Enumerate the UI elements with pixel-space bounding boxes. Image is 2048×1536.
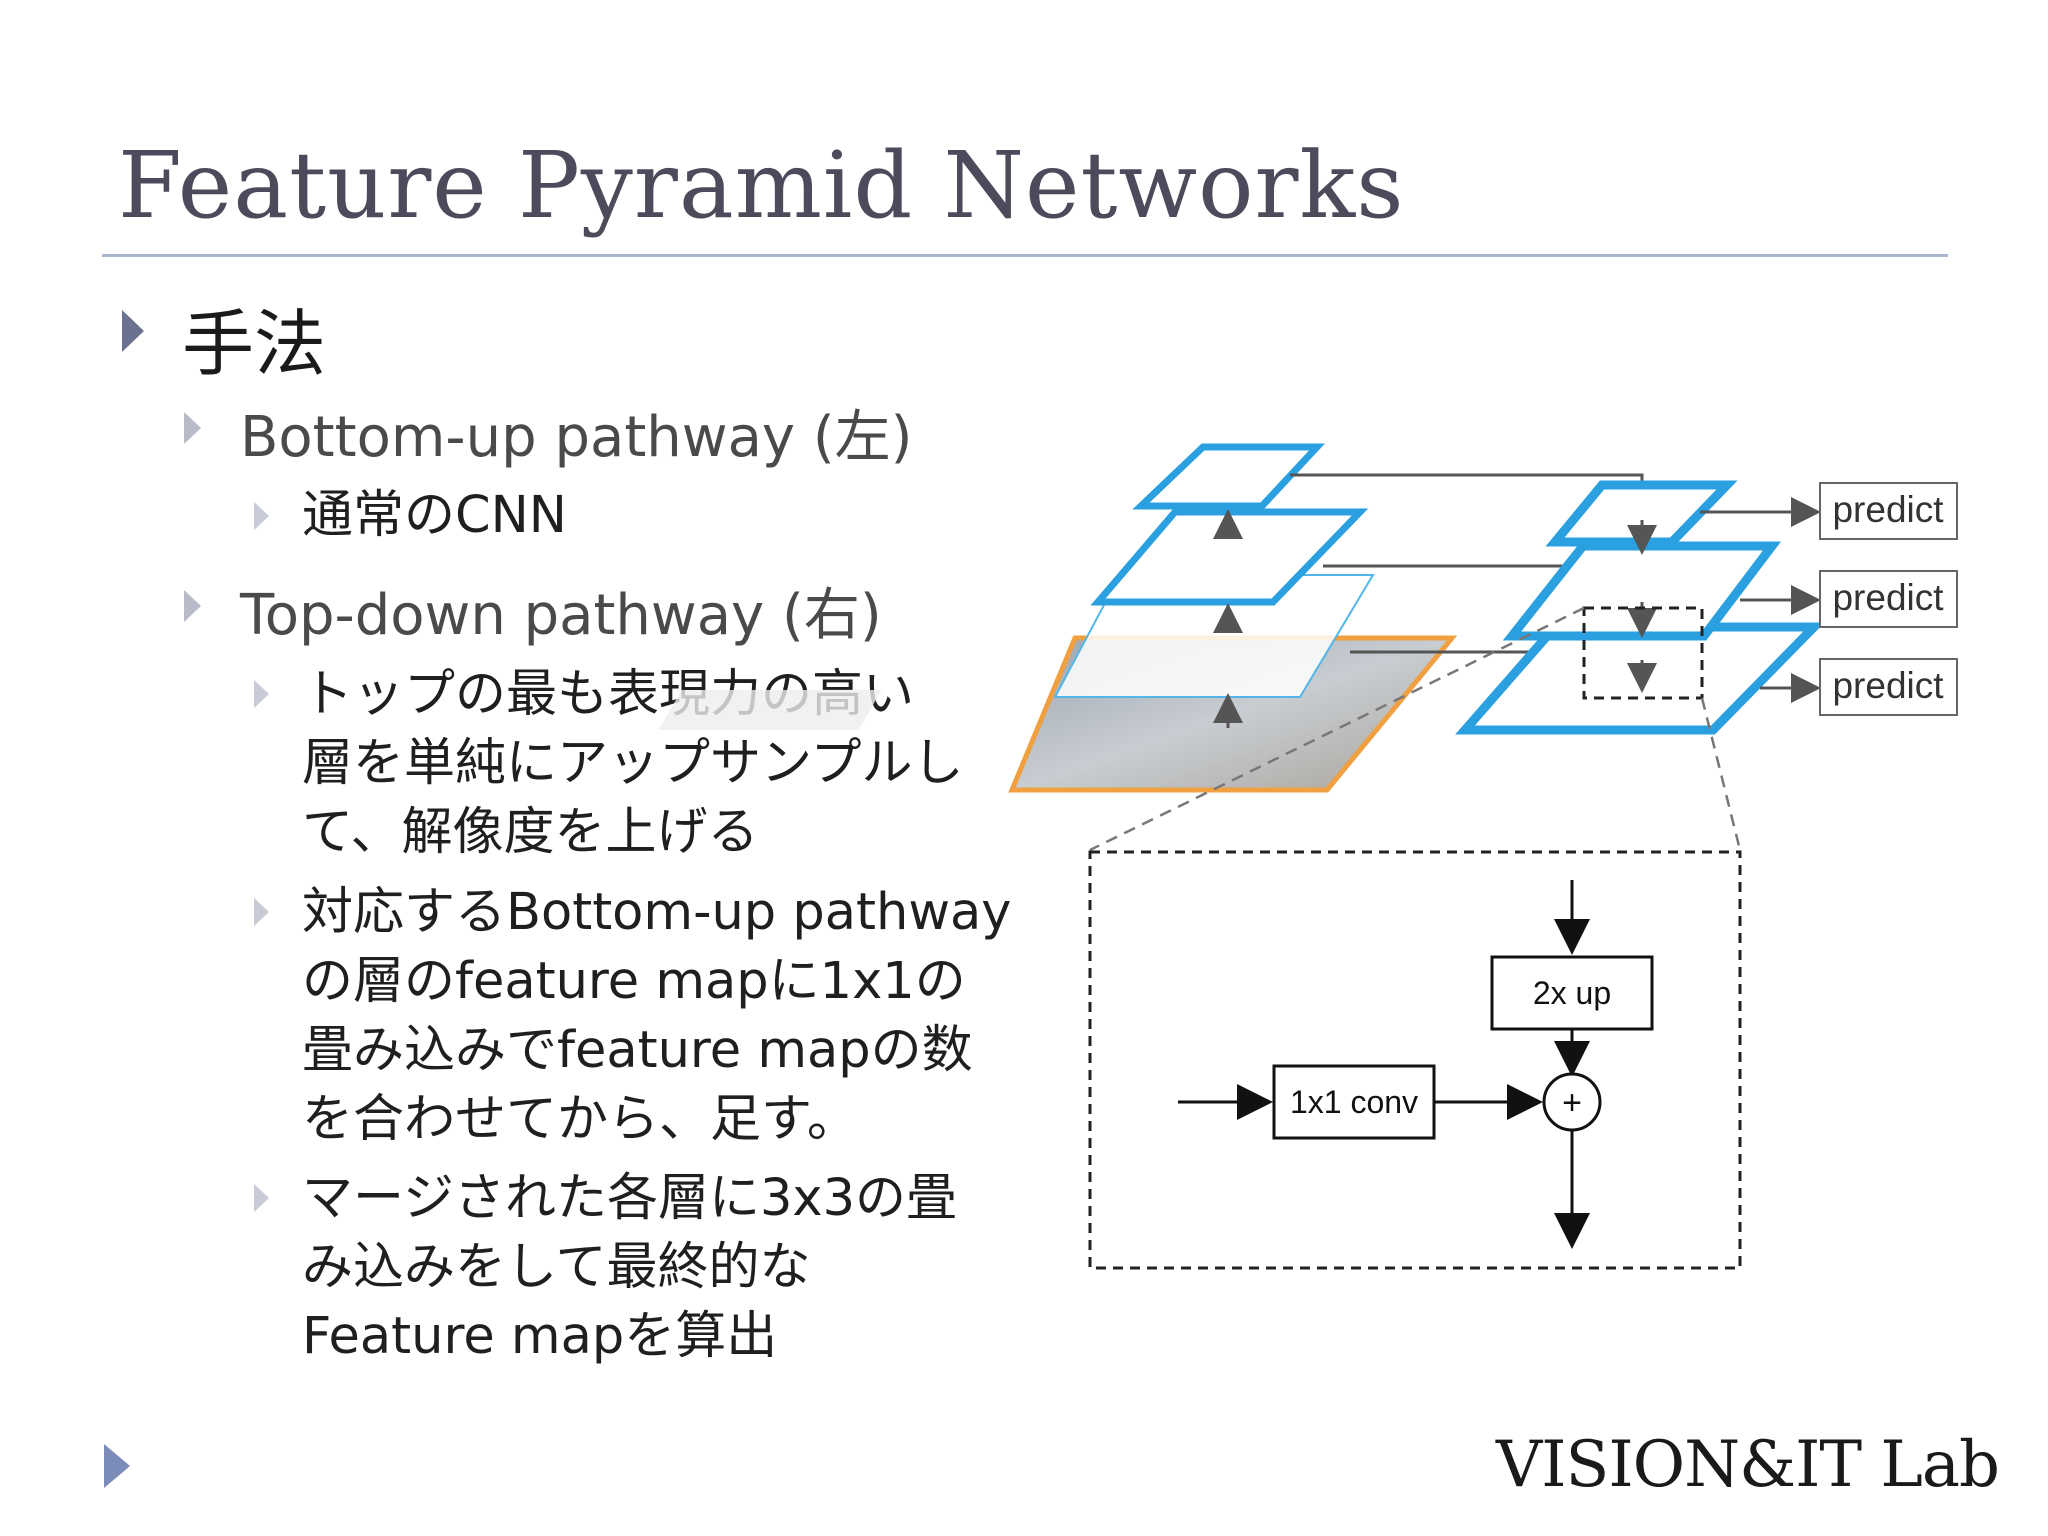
zoom-selection [1582,606,1704,700]
text-line: て、解像度を上げる [302,803,759,862]
page-title: Feature Pyramid Networks [118,132,1405,239]
bottom-up-layer-3 [1090,508,1369,606]
next-slide-icon[interactable] [104,1444,130,1488]
image-boat-detail [658,690,882,730]
text-line: 畳み込みでfeature mapの数 [302,1021,973,1080]
bottom-up-layer-top [1132,443,1326,510]
bullet-bottom-up: Bottom-up pathway (左) [240,405,913,470]
predict-label: predict [1832,489,1944,530]
upsample-label: 2x up [1533,975,1611,1011]
top-down-layer-mid [1502,541,1782,641]
text-line: み込みをして最終的な [302,1238,811,1297]
bullet-top-down: Top-down pathway (右) [240,583,882,648]
predict-label: predict [1832,665,1944,706]
predict-label: predict [1832,577,1944,618]
bullet-arrow-icon [184,590,201,622]
text-line: の層のfeature mapに1x1の [302,952,966,1011]
bullet-arrow-icon [254,898,269,926]
bullet-arrow-icon [254,1184,269,1212]
detail-block: 2x up 1x1 conv + [1088,850,1742,1270]
bullet-top-down-sub2: 対応するBottom-up pathway の層のfeature mapに1x1… [302,878,1011,1154]
text-line: を合わせてから、足す。 [302,1090,858,1149]
bullet-bottom-up-sub: 通常のCNN [302,486,567,545]
top-down-pyramid [1455,480,1825,735]
text-line: 対応するBottom-up pathway [302,883,1012,942]
conv-label: 1x1 conv [1290,1084,1418,1120]
top-down-layer-top [1545,480,1738,547]
top-down-layer-bottom [1455,622,1825,735]
detail-frame [1088,850,1742,1270]
predict-box: predict [1819,570,1958,628]
text-line: Feature mapを算出 [302,1307,778,1366]
sum-symbol: + [1562,1084,1582,1122]
zoom-lines [1089,606,1742,852]
text-line: マージされた各層に3x3の畳 [302,1169,958,1228]
title-divider [102,254,1948,257]
bullet-method-text: 手法 [182,302,327,386]
predict-arrows [1700,497,1821,703]
predict-box: predict [1819,658,1958,716]
predict-box: predict [1819,482,1958,540]
bullet-arrow-icon [184,412,201,444]
bullet-arrow-icon [254,680,269,708]
bullet-arrow-icon [254,502,269,530]
text-line: 層を単純にアップサンプルし [302,734,964,793]
bullet-arrow-icon [122,310,144,352]
bottom-up-pyramid [658,443,1458,793]
lab-logo: VISION&IT Lab [1496,1428,2000,1502]
conv-box [1272,1064,1436,1140]
bullet-top-down-sub3: マージされた各層に3x3の畳 み込みをして最終的な Feature mapを算出 [302,1164,957,1371]
